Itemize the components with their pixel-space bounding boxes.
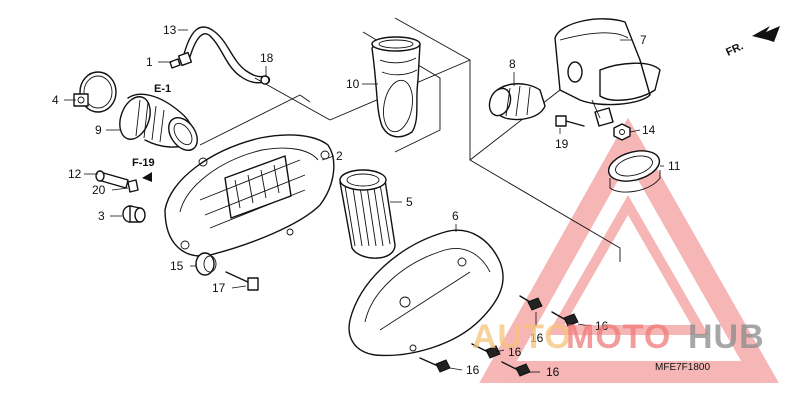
watermark-text-moto: MOTO (566, 318, 671, 356)
callout-2: 2 (336, 149, 343, 163)
tube-clip (169, 58, 181, 69)
callout-16-right: 16 (595, 319, 609, 333)
screw-16-a (519, 295, 543, 311)
leader-lines (64, 29, 664, 373)
watermark-logo: AUTO MOTO HUB (472, 318, 765, 356)
diagram-code: MFE7F1800 (655, 362, 710, 373)
callout-16-mid: 16 (530, 331, 544, 345)
bolt-17 (225, 271, 259, 291)
callout-17: 17 (212, 281, 226, 295)
callout-16-bottom-left: 16 (466, 363, 480, 377)
watermark-text-auto: AUTO (472, 318, 572, 356)
watermark-triangle (479, 117, 779, 383)
clip-20 (127, 179, 139, 193)
air-filter-element (339, 169, 396, 259)
callout-3: 3 (98, 209, 105, 223)
air-cleaner-cover (348, 229, 504, 357)
callout-20: 20 (92, 183, 106, 197)
collar-3 (122, 205, 146, 223)
callout-4: 4 (52, 93, 59, 107)
front-direction-arrow: FR. (724, 26, 780, 59)
callout-6: 6 (452, 209, 459, 223)
callout-1: 1 (146, 55, 153, 69)
callout-11: 11 (668, 159, 681, 173)
callout-5: 5 (406, 195, 413, 209)
bolt-19 (555, 115, 585, 127)
callout-9: 9 (95, 123, 102, 137)
front-label: FR. (724, 40, 745, 58)
screw-16-c (471, 343, 501, 359)
ref-f19: F-19 (132, 157, 155, 169)
callout-10: 10 (346, 77, 360, 91)
callout-13: 13 (163, 23, 177, 37)
f19-reference: F-19 (132, 157, 155, 182)
callout-12: 12 (68, 167, 82, 181)
callout-16-center: 16 (508, 345, 522, 359)
watermark-text-hub: HUB (688, 318, 765, 356)
intake-duct (119, 93, 198, 151)
callout-8: 8 (509, 57, 516, 71)
callout-18: 18 (260, 51, 274, 65)
grommet-15 (195, 252, 217, 276)
seal-ring (607, 150, 661, 193)
callout-7: 7 (640, 33, 647, 47)
screw-16-d (419, 357, 451, 373)
screw-16-e (501, 361, 531, 377)
grommet-18 (260, 75, 270, 85)
callout-15: 15 (170, 259, 184, 273)
callout-19: 19 (555, 137, 569, 151)
ref-e1: E-1 (154, 83, 171, 95)
intake-funnel (371, 36, 421, 138)
screw-16-b (551, 311, 579, 327)
breather-tube (177, 26, 271, 85)
rubber-joint (488, 83, 546, 121)
callout-16-bottom-right: 16 (546, 365, 560, 379)
hose-band (73, 71, 117, 113)
nut-14 (613, 123, 631, 141)
air-cleaner-case (164, 134, 335, 257)
callout-14: 14 (642, 123, 656, 137)
